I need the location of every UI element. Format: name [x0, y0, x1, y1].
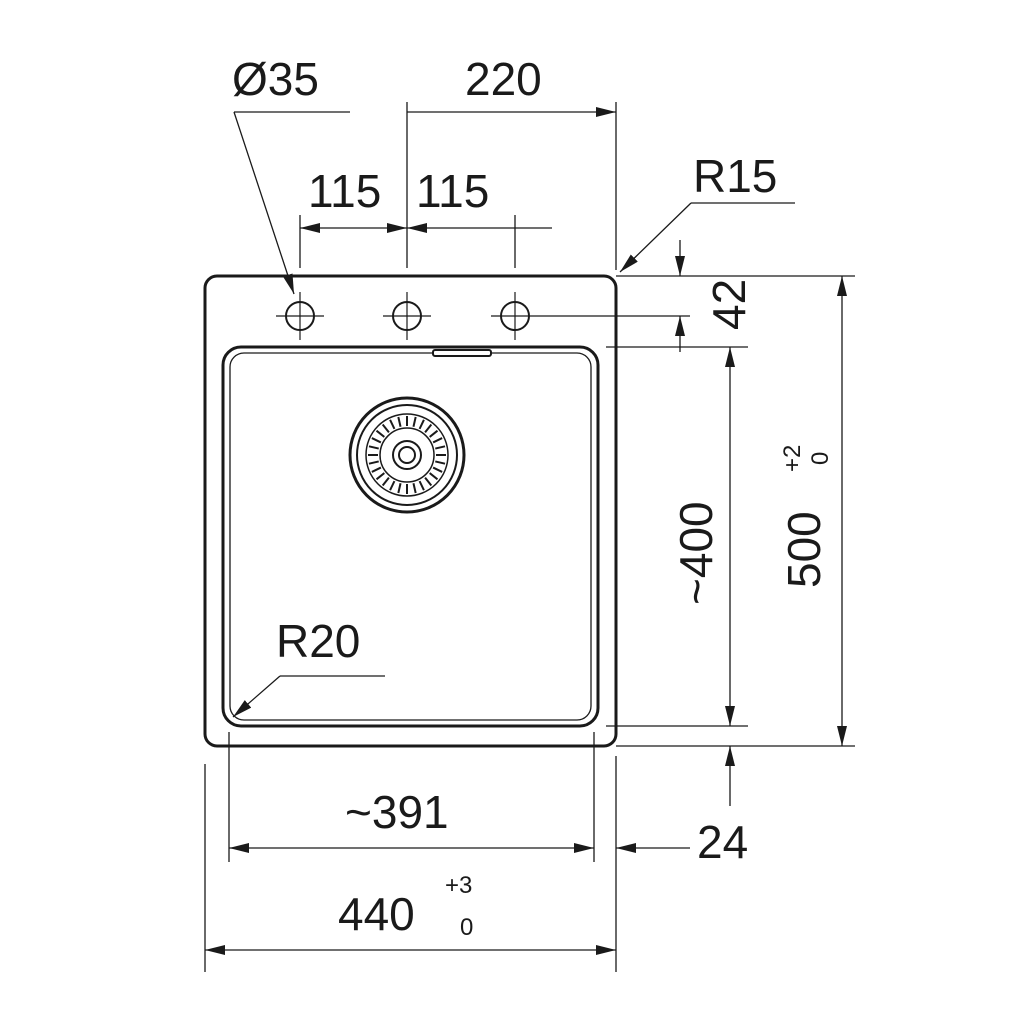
drain-slot: [424, 477, 433, 487]
drain-slot: [435, 460, 446, 465]
drain-slot: [397, 416, 402, 427]
label-overall-depth-tol-lower: 0: [807, 452, 834, 465]
sink-bowl: [221, 345, 600, 728]
label-bowl-depth: ~400: [670, 501, 722, 605]
drain-slot: [381, 423, 390, 433]
label-corner-radius-outer: R15: [693, 150, 777, 202]
label-rim-offset: 24: [697, 816, 748, 868]
drain-slot: [418, 480, 425, 491]
drain-slot: [381, 477, 390, 487]
leader-r20-arrow: [232, 675, 281, 718]
label-overall-width-tol-lower: 0: [460, 914, 473, 941]
label-tap-hole-diameter: Ø35: [232, 53, 319, 105]
drain-slot: [389, 480, 396, 491]
overflow-slot: [432, 349, 492, 357]
label-overall-depth-tol-upper: +2: [779, 445, 806, 472]
drain-slot: [371, 437, 382, 444]
dimension-lines: [205, 107, 847, 955]
drain-slot: [429, 472, 439, 481]
label-overall-width: 440: [338, 888, 415, 940]
label-tap-span: 220: [465, 53, 542, 105]
drain-slot: [368, 445, 379, 450]
drain-slot: [371, 466, 382, 473]
tap-hole-left: [276, 292, 324, 340]
drain-slot: [432, 466, 443, 473]
tap-holes: [276, 292, 539, 340]
label-tap-spacing-left: 115: [308, 165, 381, 217]
drain-slot: [418, 419, 425, 430]
tap-hole-right: [491, 292, 539, 340]
drain-slot: [424, 423, 433, 433]
drain-spokes: [368, 416, 446, 494]
sink-outline: [203, 274, 618, 748]
label-corner-radius-bowl: R20: [276, 615, 360, 667]
extension-lines: [204, 102, 855, 972]
drain-slot: [429, 429, 439, 438]
drain-slot: [412, 483, 417, 494]
drain-strainer: [348, 396, 466, 514]
leader-diameter-35-arrow: [233, 111, 295, 295]
tap-hole-center: [383, 292, 431, 340]
drain-slot: [368, 460, 379, 465]
drain-slot: [435, 445, 446, 450]
label-bowl-width: ~391: [345, 786, 449, 838]
label-overall-width-tol-upper: +3: [445, 872, 472, 899]
label-deck-depth: 42: [703, 279, 755, 330]
dimension-labels: Ø35 220 115 115 R15 42 ~400 500 +2 0 R20…: [232, 53, 834, 941]
drain-slot: [412, 416, 417, 427]
label-overall-depth: 500: [778, 511, 830, 588]
leader-r15-arrow: [619, 202, 692, 273]
sink-bowl-inner-edge: [229, 352, 592, 721]
drain-slot: [375, 472, 385, 481]
drain-slot: [432, 437, 443, 444]
label-tap-spacing-right: 115: [416, 165, 489, 217]
sink-outer-rim: [203, 274, 618, 748]
drain-slot: [397, 483, 402, 494]
drain-slot: [389, 419, 396, 430]
drain-slot: [375, 429, 385, 438]
